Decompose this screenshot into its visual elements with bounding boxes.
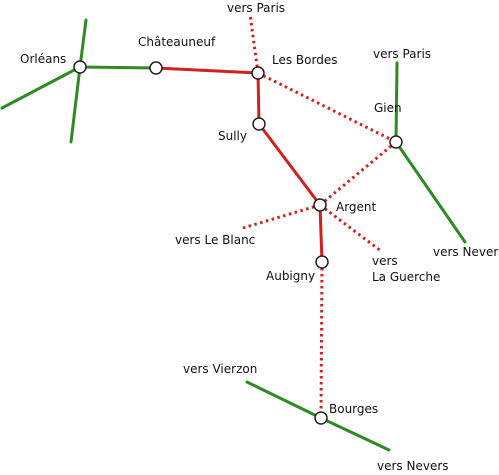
green-line-gien-paris (394, 61, 399, 144)
green-line-orleans-s (69, 65, 82, 144)
red-line-chateauneuf-lesbordes (154, 66, 260, 75)
red-line-sully-argent (257, 122, 322, 207)
dotted-line-lesbordes-paris (248, 13, 260, 74)
station-aubigny-marker (315, 255, 329, 269)
label-bourges: Bourges (329, 402, 378, 416)
dotted-line-lesbordes-gien (257, 71, 397, 144)
red-line-argent-aubigny (318, 203, 324, 264)
station-labels: Orléans Châteauneuf Les Bordes Sully Gie… (20, 35, 402, 416)
station-bourges-marker (314, 411, 328, 425)
label-orleans: Orléans (20, 52, 66, 66)
label-gien: Gien (374, 101, 402, 115)
dotted-line-argent-leblanc (242, 203, 321, 230)
dotted-line-argent-laguerche (319, 203, 382, 253)
station-chateauneuf-marker (149, 61, 163, 75)
station-sully-marker (252, 117, 266, 131)
station-gien-marker (389, 135, 403, 149)
label-vers-la-guerche-line1: vers (372, 254, 398, 268)
dotted-line-argent-gien (319, 140, 397, 207)
station-lesbordes-marker (251, 66, 265, 80)
label-vers-vierzon: vers Vierzon (183, 362, 257, 376)
green-lines (0, 18, 467, 452)
label-argent: Argent (336, 200, 377, 214)
green-line-orleans-w (0, 65, 82, 110)
stations (73, 60, 403, 425)
dotted-lines (242, 13, 397, 419)
label-vers-la-guerche-line2: La Guerche (372, 270, 440, 284)
station-orleans-marker (73, 60, 87, 74)
label-vers-le-blanc: vers Le Blanc (175, 233, 255, 247)
green-line-orleans-ne (78, 18, 88, 69)
green-line-bourges-nevers (319, 416, 391, 452)
label-vers-paris-gien: vers Paris (373, 47, 431, 61)
red-lines (154, 66, 324, 264)
label-vers-nevers-gien: vers Nevers (433, 245, 499, 259)
station-argent-marker (313, 198, 327, 212)
green-line-bourges-vierzon (245, 380, 323, 420)
green-line-orleans-chateauneuf (78, 65, 158, 70)
dotted-line-aubigny-bourges (319, 261, 324, 419)
label-vers-nevers-bourges: vers Nevers (377, 459, 449, 473)
label-les-bordes: Les Bordes (272, 53, 337, 67)
red-line-lesbordes-sully (256, 71, 261, 126)
label-aubigny: Aubigny (266, 269, 315, 283)
label-chateauneuf: Châteauneuf (138, 35, 216, 49)
label-vers-paris-top: vers Paris (227, 1, 285, 15)
label-sully: Sully (218, 129, 247, 143)
direction-labels: vers Paris vers Paris vers Nevers vers L… (175, 1, 499, 473)
green-line-gien-nevers (394, 140, 467, 244)
